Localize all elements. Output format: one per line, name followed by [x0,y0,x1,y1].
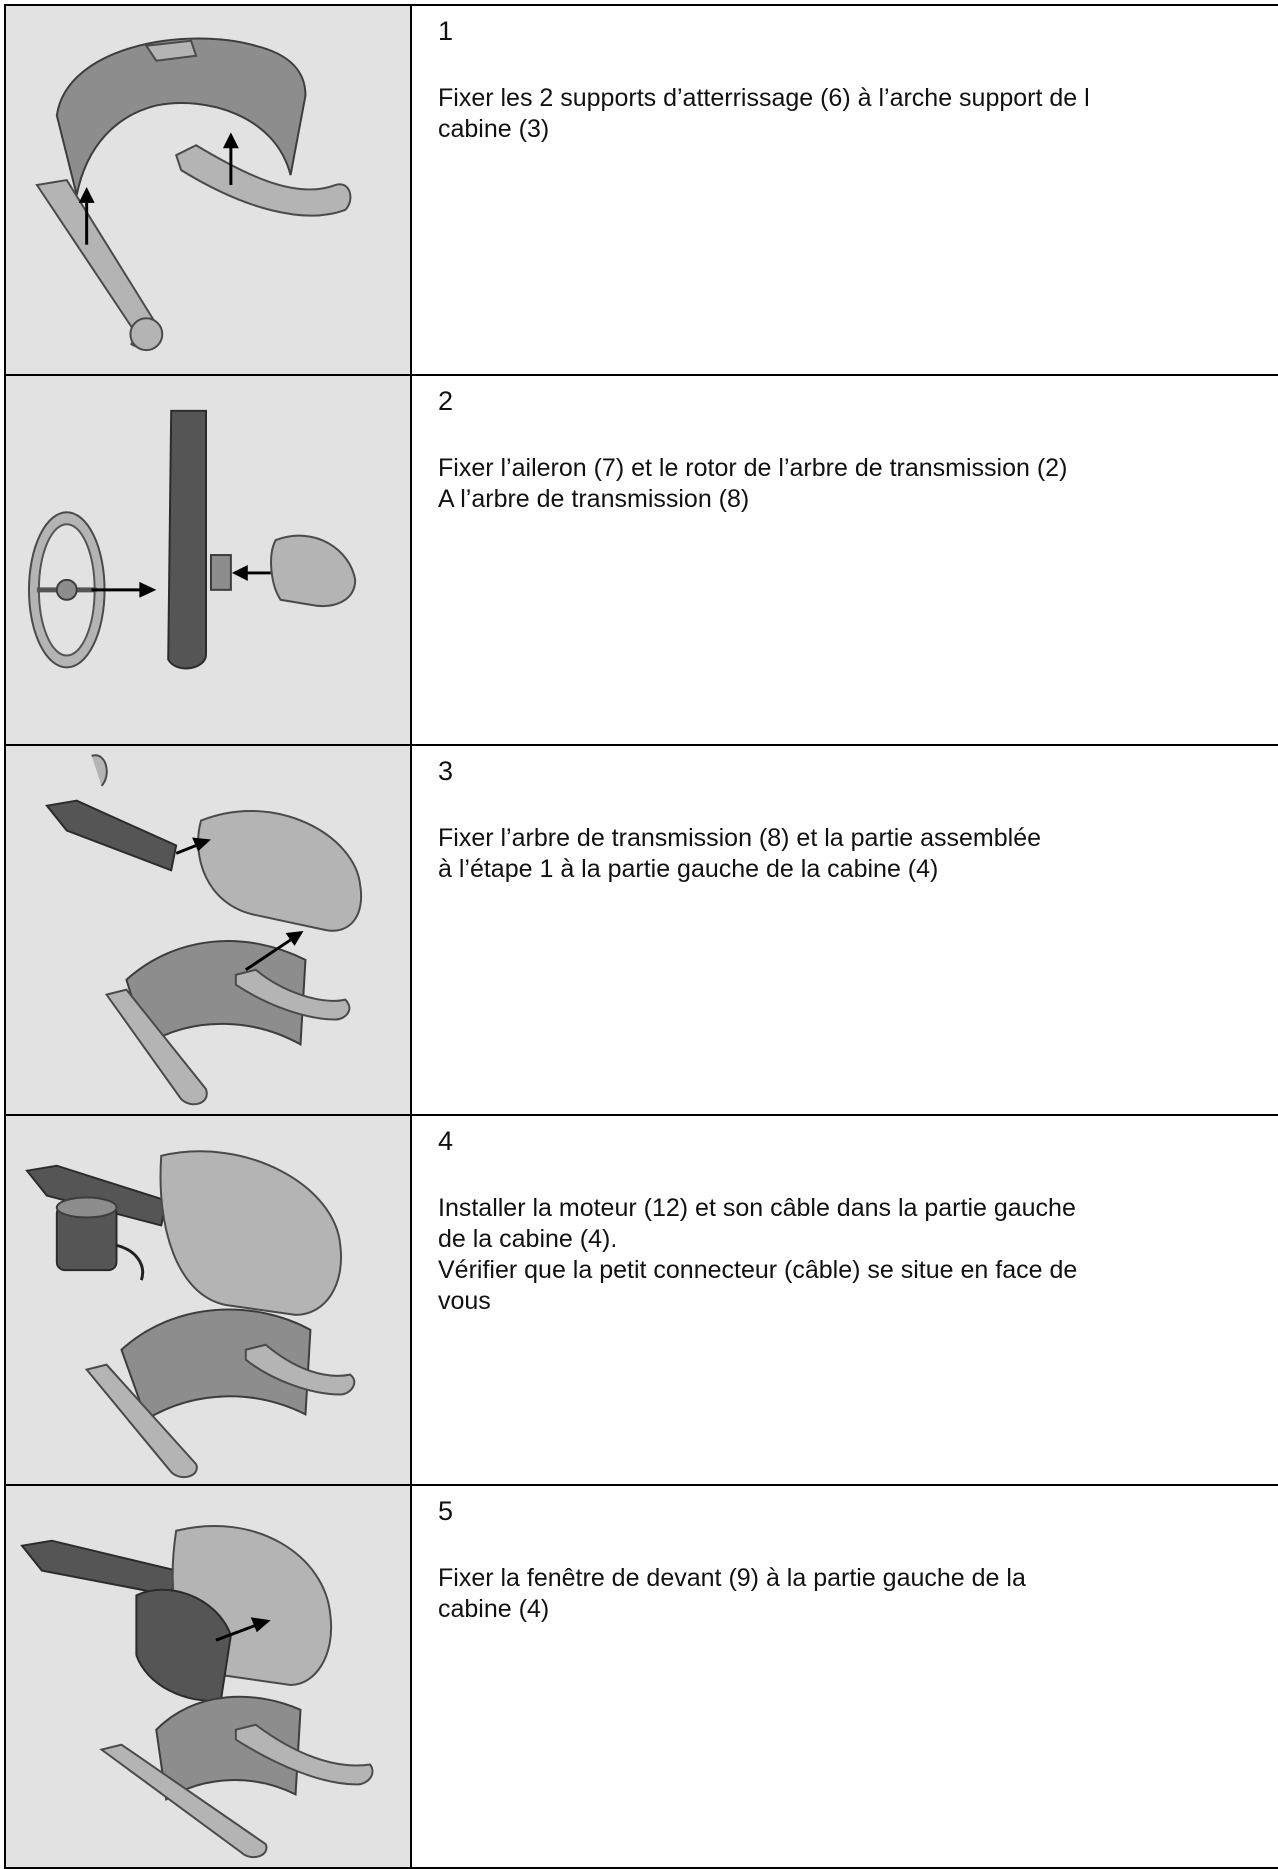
step-number: 3 [438,756,454,786]
step-number: 4 [438,1126,454,1156]
step-row-1: 1 Fixer les 2 supports d’atterrissage (6… [4,4,1278,376]
tail-rotor-and-fin-image [27,409,357,670]
step-5-text-cell: 5 Fixer la fenêtre de devant (9) à la pa… [410,1484,1278,1869]
step-number: 5 [438,1496,454,1526]
step-instruction: Fixer la fenêtre de devant (9) à la part… [438,1564,1026,1623]
step-2-text-cell: 2 Fixer l’aileron (7) et le rotor de l’a… [410,374,1278,746]
step-5-illustration [4,1484,412,1869]
tail-boom-to-cabin-image [45,754,363,1106]
step-1-illustration [4,4,412,376]
step-2-illustration [4,374,412,746]
step-4-illustration [4,1114,412,1486]
skids-and-cabin-arch-image [35,37,352,352]
front-window-image [20,1525,374,1859]
steps-table: 1 Fixer les 2 supports d’atterrissage (6… [4,4,1278,1869]
step-3-illustration [4,744,412,1116]
step-1-text-cell: 1 Fixer les 2 supports d’atterrissage (6… [410,4,1278,376]
step-row-3: 3 Fixer l’arbre de transmission (8) et l… [4,744,1278,1116]
motor-in-cabin-image [25,1150,356,1479]
step-instruction: Fixer les 2 supports d’atterrissage (6) … [438,84,1090,143]
step-4-text-cell: 4 Installer la moteur (12) et son câble … [410,1114,1278,1486]
step-row-4: 4 Installer la moteur (12) et son câble … [4,1114,1278,1486]
step-instruction: Fixer l’aileron (7) et le rotor de l’arb… [438,454,1068,513]
step-number: 1 [438,16,454,46]
step-row-5: 5 Fixer la fenêtre de devant (9) à la pa… [4,1484,1278,1869]
step-row-2: 2 Fixer l’aileron (7) et le rotor de l’a… [4,374,1278,746]
step-instruction: Installer la moteur (12) et son câble da… [438,1194,1078,1315]
step-3-text-cell: 3 Fixer l’arbre de transmission (8) et l… [410,744,1278,1116]
step-number: 2 [438,386,454,416]
step-instruction: Fixer l’arbre de transmission (8) et la … [438,824,1042,883]
